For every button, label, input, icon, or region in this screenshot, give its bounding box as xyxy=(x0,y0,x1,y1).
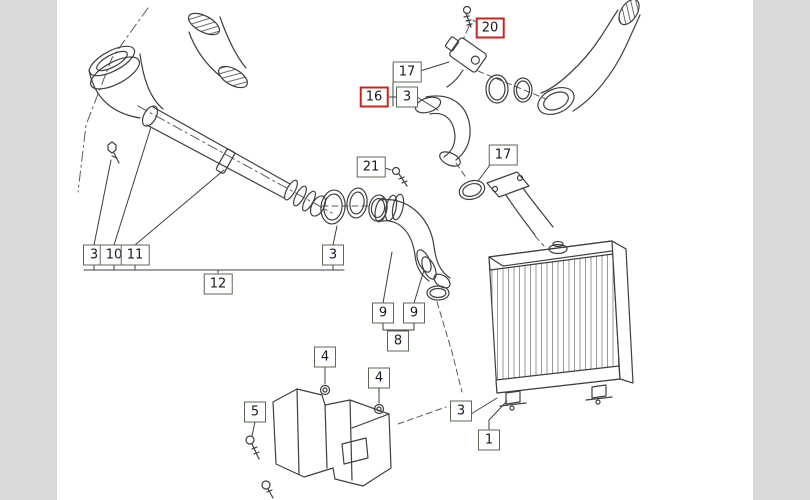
callout-3[interactable]: 3 xyxy=(322,244,344,266)
elbow-o-ring-part xyxy=(426,285,450,301)
intake-hose-part xyxy=(414,95,471,167)
callout-9[interactable]: 9 xyxy=(372,302,394,324)
callout-16[interactable]: 16 xyxy=(359,86,389,108)
seal-ring-set-part xyxy=(320,187,388,225)
callout-9[interactable]: 9 xyxy=(403,302,425,324)
callout-20[interactable]: 20 xyxy=(475,17,505,39)
callout-4[interactable]: 4 xyxy=(314,346,336,368)
charge-air-pipe-part xyxy=(141,105,327,217)
callout-5[interactable]: 5 xyxy=(244,401,266,423)
elbow-hose-part xyxy=(374,193,451,289)
hex-nut-lower-part xyxy=(373,403,385,415)
callout-8[interactable]: 8 xyxy=(387,330,409,352)
callout-1[interactable]: 1 xyxy=(478,429,500,451)
intercooler-part xyxy=(488,240,634,411)
callout-12[interactable]: 12 xyxy=(203,273,233,295)
callout-4[interactable]: 4 xyxy=(368,367,390,389)
seal-rings-right-part xyxy=(485,74,533,104)
hose-cut-section-part xyxy=(187,12,249,89)
hex-nut-upper-part xyxy=(319,384,331,396)
flange-with-gasket-part xyxy=(458,171,554,236)
left-margin-panel xyxy=(0,0,57,500)
callout-3[interactable]: 3 xyxy=(396,86,418,108)
sensor-bolt-part xyxy=(391,166,408,187)
callout-3[interactable]: 3 xyxy=(450,400,472,422)
turbo-hose-top-right-part xyxy=(537,0,641,116)
right-margin-panel xyxy=(753,0,810,500)
charge-air-hose-top-left-part xyxy=(88,45,164,119)
callout-21[interactable]: 21 xyxy=(356,156,386,178)
sensor-screw-part xyxy=(462,5,473,28)
bottom-screw-part xyxy=(261,480,274,499)
bracket-screw-part xyxy=(245,435,260,460)
pipe-bolt-part xyxy=(107,141,120,164)
air-guide-bracket-part xyxy=(272,388,392,487)
maf-sensor-part xyxy=(444,36,487,88)
callout-11[interactable]: 11 xyxy=(120,244,150,266)
centerlines xyxy=(77,7,471,214)
callout-17[interactable]: 17 xyxy=(488,144,518,166)
callout-connectors xyxy=(83,19,508,437)
callout-17[interactable]: 17 xyxy=(392,61,422,83)
